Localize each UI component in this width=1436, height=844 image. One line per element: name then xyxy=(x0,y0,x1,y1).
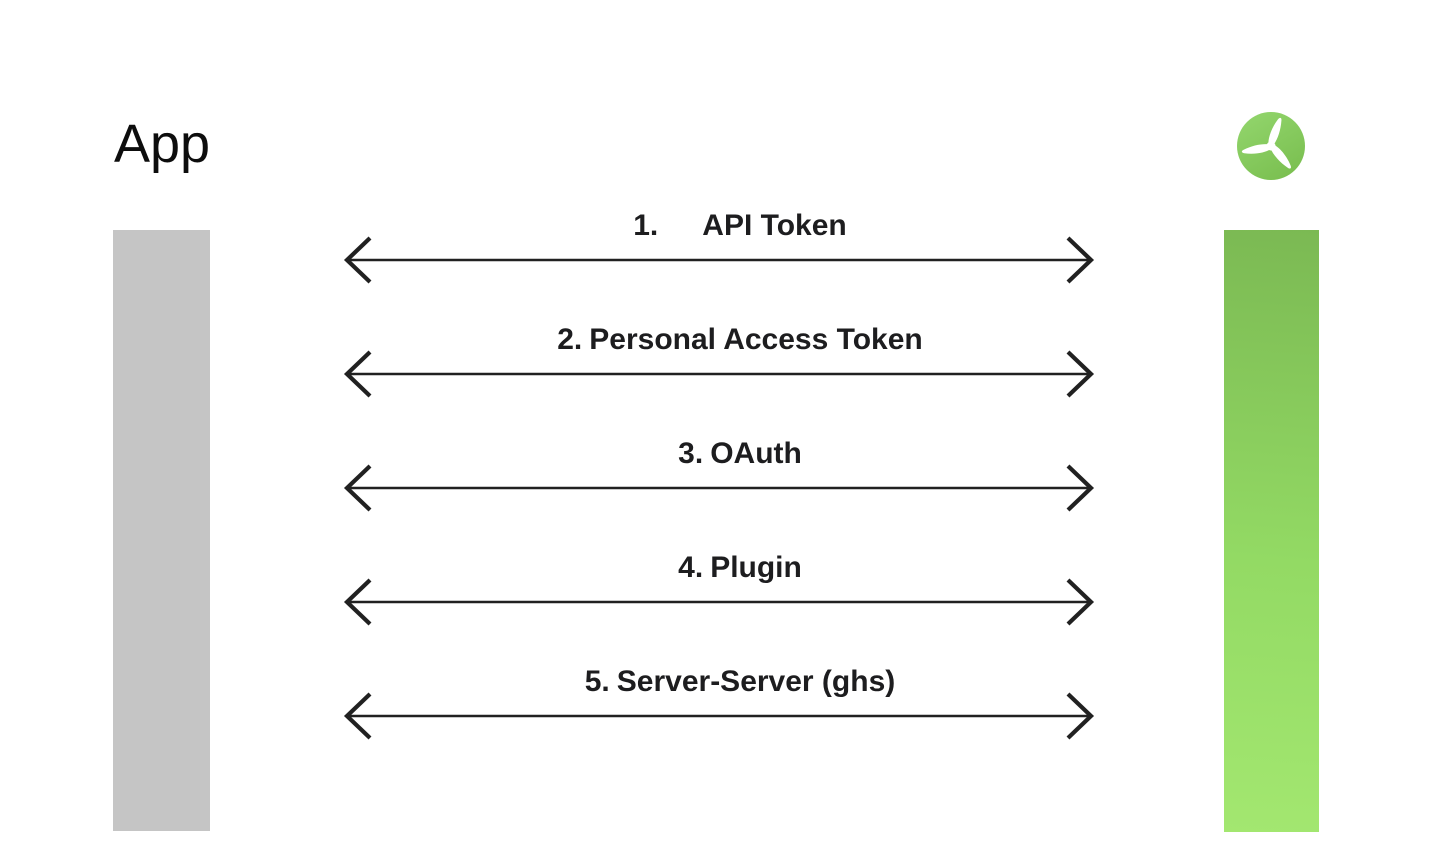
double-arrow xyxy=(343,236,1095,284)
double-arrow xyxy=(343,578,1095,626)
connection-row-plugin: 4.Plugin xyxy=(343,550,1095,640)
connection-text: OAuth xyxy=(710,437,802,470)
connection-label: 1. API Token xyxy=(364,208,1116,244)
connection-text: Personal Access Token xyxy=(589,323,923,356)
connection-row-server-server: 5.Server-Server (ghs) xyxy=(343,664,1095,754)
app-lifeline-bar xyxy=(113,230,210,831)
connection-text: API Token xyxy=(702,209,847,242)
connection-label: 4.Plugin xyxy=(364,550,1116,586)
double-arrow xyxy=(343,464,1095,512)
connection-number: 3. xyxy=(678,437,704,470)
connection-text: Plugin xyxy=(710,551,802,584)
windmill-logo-icon xyxy=(1237,112,1305,180)
windmill-lifeline-bar xyxy=(1224,230,1319,832)
connection-row-oauth: 3.OAuth xyxy=(343,436,1095,526)
connection-number: 4. xyxy=(678,551,704,584)
double-arrow xyxy=(343,692,1095,740)
connection-label: 2.Personal Access Token xyxy=(364,322,1116,358)
double-arrow xyxy=(343,350,1095,398)
connection-row-api-token: 1. API Token xyxy=(343,208,1095,298)
page-title: App xyxy=(114,114,211,174)
connection-label: 5.Server-Server (ghs) xyxy=(364,664,1116,700)
connection-number: 2. xyxy=(557,323,583,356)
connection-number: 1. xyxy=(633,209,659,242)
connection-text: Server-Server (ghs) xyxy=(616,665,896,698)
connection-number: 5. xyxy=(584,665,610,698)
connection-label: 3.OAuth xyxy=(364,436,1116,472)
connection-row-personal-access-token: 2.Personal Access Token xyxy=(343,322,1095,412)
